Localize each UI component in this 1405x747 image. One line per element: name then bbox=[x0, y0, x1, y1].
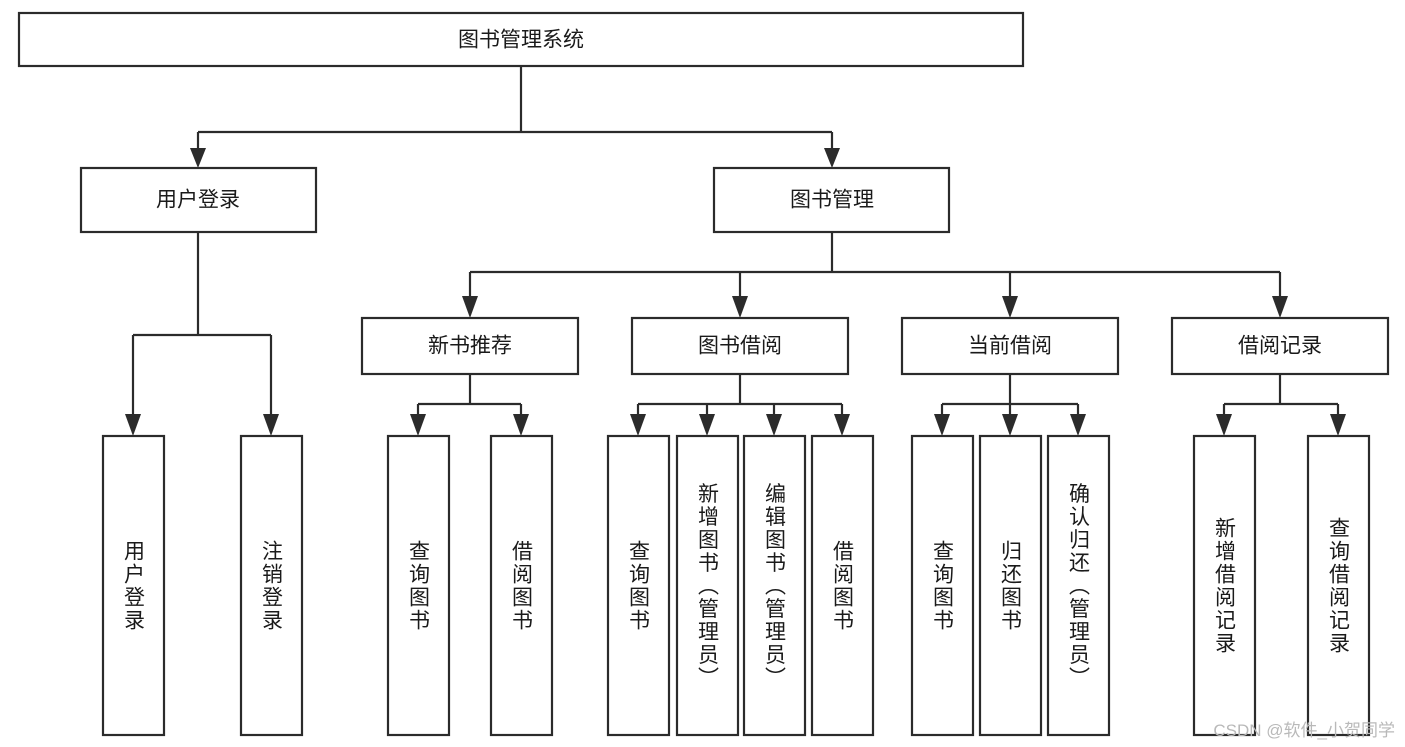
arrow-head-leaf-user-logout bbox=[263, 414, 279, 436]
arrow-head-leaf-edit-book bbox=[766, 414, 782, 436]
arrow-head-leaf-confirm-return bbox=[1070, 414, 1086, 436]
leaf-query-book-1-box[interactable] bbox=[386, 434, 451, 737]
leaf-query-book-1[interactable]: 查询图书 bbox=[386, 434, 451, 737]
connector-layer bbox=[125, 66, 1346, 436]
leaf-user-login[interactable]: 用户登录 bbox=[101, 434, 166, 737]
leaf-query-book-2[interactable]: 查询图书 bbox=[606, 434, 671, 737]
arrow-head-leaf-borrow-book-1 bbox=[513, 414, 529, 436]
csdn-watermark: CSDN @软件_小贺同学 bbox=[1213, 721, 1395, 740]
arrow-head-user-login bbox=[190, 148, 206, 168]
node-book-borrow[interactable]: 图书借阅 bbox=[630, 316, 850, 376]
leaf-add-record-box[interactable] bbox=[1192, 434, 1257, 737]
arrow-head-leaf-add-record bbox=[1216, 414, 1232, 436]
leaf-borrow-book-1-box[interactable] bbox=[489, 434, 554, 737]
arrow-head-leaf-add-book bbox=[699, 414, 715, 436]
node-book-borrow-label: 图书借阅 bbox=[698, 335, 782, 358]
leaf-confirm-return-box[interactable] bbox=[1046, 434, 1111, 737]
leaf-borrow-book-1[interactable]: 借阅图书 bbox=[489, 434, 554, 737]
leaf-query-book-3[interactable]: 查询图书 bbox=[910, 434, 975, 737]
leaf-return-book-box[interactable] bbox=[978, 434, 1043, 737]
leaf-borrow-book-1-label: 借阅图书 bbox=[510, 540, 534, 632]
node-current-borrow-label: 当前借阅 bbox=[968, 335, 1052, 358]
node-current-borrow-box[interactable] bbox=[900, 316, 1120, 376]
node-new-book-recommend[interactable]: 新书推荐 bbox=[360, 316, 580, 376]
arrow-head-leaf-borrow-book-2 bbox=[834, 414, 850, 436]
leaf-return-book[interactable]: 归还图书 bbox=[978, 434, 1043, 737]
leaf-user-logout-box[interactable] bbox=[239, 434, 304, 737]
leaf-add-record[interactable]: 新增借阅记录 bbox=[1192, 434, 1257, 737]
leaf-edit-book[interactable]: 编辑图书（管理员） bbox=[742, 434, 807, 737]
node-root-label: 图书管理系统 bbox=[458, 29, 584, 52]
node-book-borrow-box[interactable] bbox=[630, 316, 850, 376]
leaf-query-record[interactable]: 查询借阅记录 bbox=[1306, 434, 1371, 737]
node-book-management[interactable]: 图书管理 bbox=[712, 166, 951, 234]
leaf-borrow-book-2[interactable]: 借阅图书 bbox=[810, 434, 875, 737]
leaf-confirm-return-label: 确认归还（管理员） bbox=[1067, 483, 1091, 690]
leaf-query-book-1-label: 查询图书 bbox=[407, 540, 431, 632]
node-current-borrow[interactable]: 当前借阅 bbox=[900, 316, 1120, 376]
leaf-query-book-2-label: 查询图书 bbox=[627, 540, 651, 632]
node-new-book-recommend-box[interactable] bbox=[360, 316, 580, 376]
leaf-user-login-box[interactable] bbox=[101, 434, 166, 737]
node-book-management-label: 图书管理 bbox=[790, 189, 874, 212]
leaf-user-login-label: 用户登录 bbox=[122, 540, 146, 632]
arrow-head-book-management bbox=[824, 148, 840, 168]
arrow-head-new-book-recommend bbox=[462, 296, 478, 318]
node-user-login-label: 用户登录 bbox=[156, 189, 240, 212]
leaf-user-logout[interactable]: 注销登录 bbox=[239, 434, 304, 737]
node-borrow-record-box[interactable] bbox=[1170, 316, 1390, 376]
leaf-query-record-box[interactable] bbox=[1306, 434, 1371, 737]
node-root-box[interactable] bbox=[17, 11, 1025, 68]
leaf-query-book-3-box[interactable] bbox=[910, 434, 975, 737]
leaf-add-book-label: 新增图书（管理员） bbox=[696, 483, 720, 690]
leaf-confirm-return[interactable]: 确认归还（管理员） bbox=[1046, 434, 1111, 737]
leaf-query-record-label: 查询借阅记录 bbox=[1327, 517, 1351, 655]
arrow-head-leaf-query-book-3 bbox=[934, 414, 950, 436]
arrow-head-leaf-query-book-2 bbox=[630, 414, 646, 436]
arrow-head-current-borrow bbox=[1002, 296, 1018, 318]
node-root[interactable]: 图书管理系统 bbox=[17, 11, 1025, 68]
arrow-head-leaf-query-record bbox=[1330, 414, 1346, 436]
leaf-return-book-label: 归还图书 bbox=[999, 540, 1023, 632]
arrow-head-leaf-user-login bbox=[125, 414, 141, 436]
node-new-book-recommend-label: 新书推荐 bbox=[428, 335, 512, 358]
node-borrow-record[interactable]: 借阅记录 bbox=[1170, 316, 1390, 376]
leaf-borrow-book-2-box[interactable] bbox=[810, 434, 875, 737]
leaf-borrow-book-2-label: 借阅图书 bbox=[831, 540, 855, 632]
arrow-head-borrow-record bbox=[1272, 296, 1288, 318]
leaf-add-book[interactable]: 新增图书（管理员） bbox=[675, 434, 740, 737]
node-user-login[interactable]: 用户登录 bbox=[79, 166, 318, 234]
arrow-head-leaf-query-book-1 bbox=[410, 414, 426, 436]
arrow-head-book-borrow bbox=[732, 296, 748, 318]
arrow-head-leaf-return-book bbox=[1002, 414, 1018, 436]
leaf-edit-book-box[interactable] bbox=[742, 434, 807, 737]
leaf-edit-book-label: 编辑图书（管理员） bbox=[763, 483, 787, 690]
node-book-management-box[interactable] bbox=[712, 166, 951, 234]
leaf-add-record-label: 新增借阅记录 bbox=[1213, 517, 1237, 655]
leaf-user-logout-label: 注销登录 bbox=[260, 540, 284, 632]
node-borrow-record-label: 借阅记录 bbox=[1238, 335, 1322, 358]
leaf-query-book-3-label: 查询图书 bbox=[931, 540, 955, 632]
node-user-login-box[interactable] bbox=[79, 166, 318, 234]
leaf-add-book-box[interactable] bbox=[675, 434, 740, 737]
leaf-query-book-2-box[interactable] bbox=[606, 434, 671, 737]
